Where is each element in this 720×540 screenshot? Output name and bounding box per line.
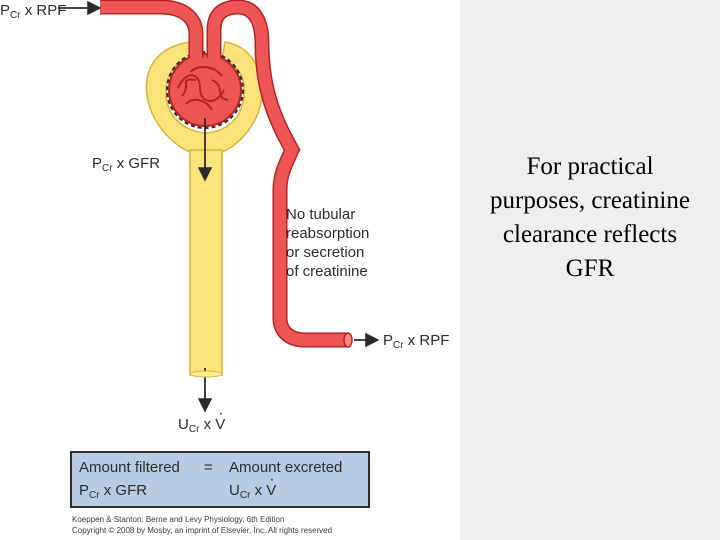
amount-filtered-title: Amount filtered bbox=[79, 459, 180, 476]
credit-line: Koeppen & Stanton: Berne and Levy Physio… bbox=[72, 515, 285, 524]
statement-line: For practical bbox=[526, 153, 654, 180]
statement-line: clearance reflects bbox=[502, 221, 678, 248]
plasma-inflow-label: PCr x RPF bbox=[0, 2, 67, 21]
note-line: No tubular bbox=[286, 206, 356, 223]
statement-line: GFR bbox=[565, 255, 615, 282]
plasma-outflow-label: PCr x RPF bbox=[383, 332, 450, 351]
excreted-amount-label: UCr x V bbox=[178, 406, 225, 435]
bowmans-capsule bbox=[145, 41, 263, 166]
source-credit: Koeppen & Stanton: Berne and Levy Physio… bbox=[72, 514, 332, 536]
efferent-arteriole bbox=[206, 0, 353, 348]
right-text-panel: For practical purposes, creatinine clear… bbox=[460, 0, 720, 540]
figure-panel: PCr x RPF PCr x GFR No tubular reabsorpt… bbox=[0, 0, 460, 540]
amount-excreted-title: Amount excreted bbox=[229, 459, 343, 476]
renal-tubule bbox=[189, 149, 223, 376]
nephron-diagram bbox=[58, 0, 380, 413]
note-line: or secretion bbox=[286, 244, 365, 261]
no-tubular-handling-note: No tubular reabsorption or secretion of … bbox=[286, 205, 369, 281]
filtered-load-label: PCr x GFR bbox=[92, 155, 161, 174]
equals-sign: = bbox=[204, 459, 213, 476]
excreted-formula: UCr x V bbox=[229, 472, 276, 501]
gfr-statement: For practical purposes, creatinine clear… bbox=[460, 150, 720, 286]
afferent-arteriole bbox=[100, 0, 204, 58]
note-line: reabsorption bbox=[286, 225, 370, 242]
credit-line: Copyright © 2008 by Mosby, an imprint of… bbox=[72, 526, 333, 535]
statement-line: purposes, creatinine bbox=[490, 187, 690, 214]
filtered-formula: PCr x GFR bbox=[79, 482, 148, 501]
note-line: of creatinine bbox=[286, 263, 368, 280]
summary-equation-box: Amount filtered = Amount excreted PCr x … bbox=[70, 451, 370, 508]
